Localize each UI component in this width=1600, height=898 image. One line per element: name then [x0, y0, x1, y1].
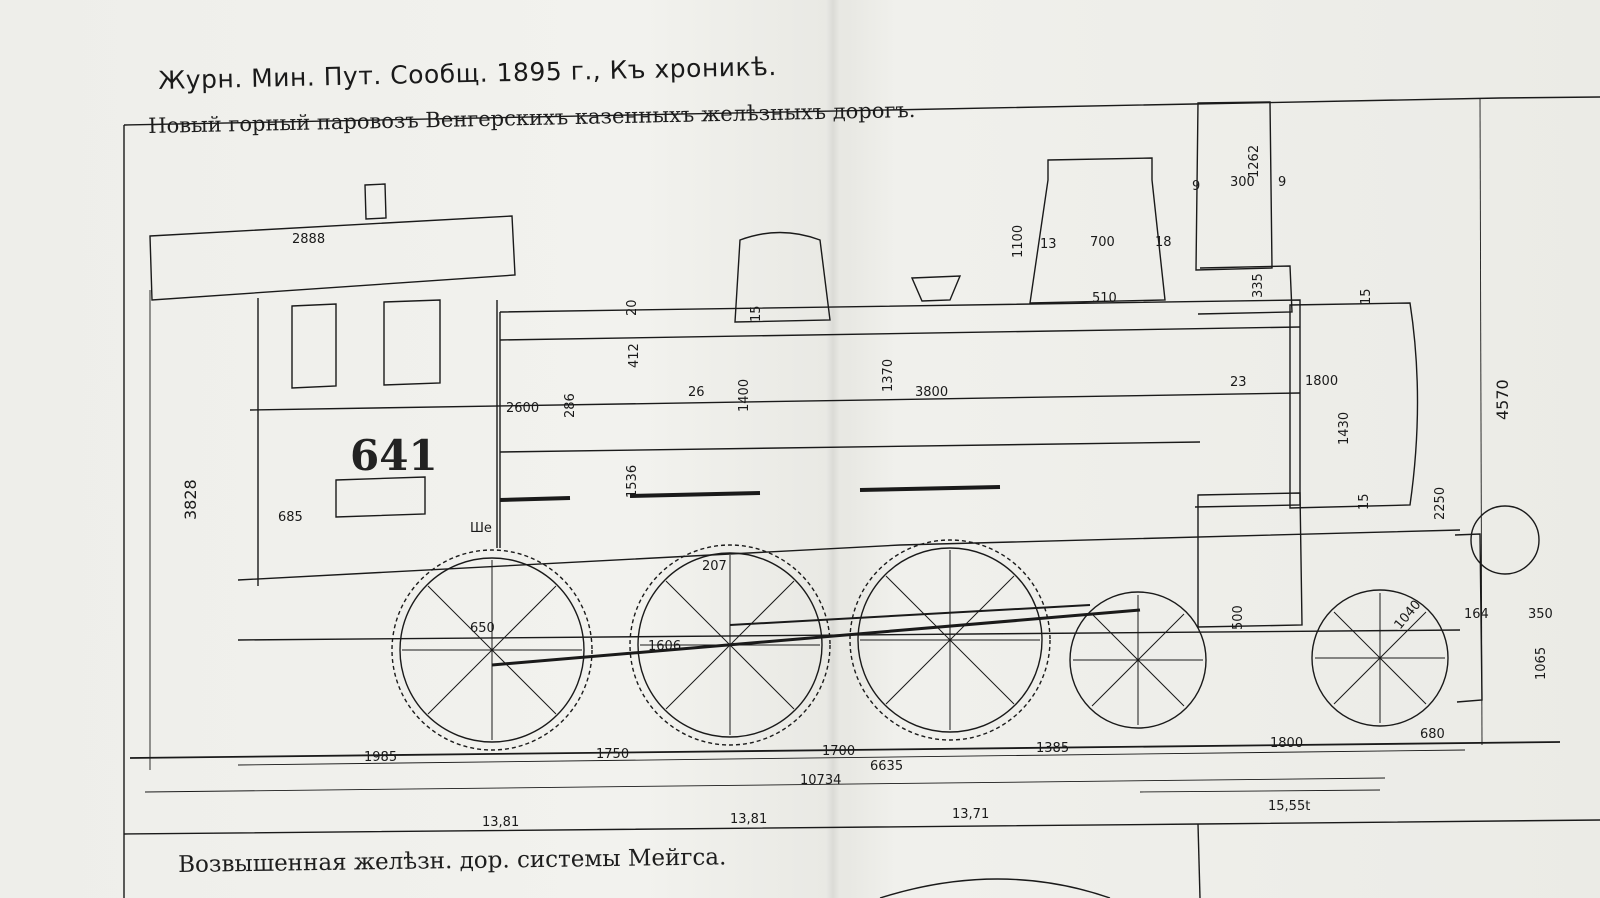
dim-label: 2250 — [1433, 487, 1448, 520]
dim-label: 1100 — [1011, 225, 1026, 258]
boiler-band-2 — [499, 441, 1201, 453]
base-label: 1800 — [1270, 736, 1303, 751]
plate-label: Ше — [470, 521, 492, 536]
headlamp — [1470, 505, 1540, 575]
dim-label: 18 — [1155, 235, 1172, 250]
wheel-3 — [849, 539, 1051, 741]
dim-line-base — [237, 749, 1466, 766]
smokebox — [1289, 302, 1419, 509]
dim-line-bogie — [1139, 789, 1381, 793]
wheel-2-rim — [637, 552, 823, 738]
dim-label: 4570 — [1493, 379, 1512, 420]
dim-label: 23 — [1230, 375, 1247, 390]
dim-label: 300 — [1230, 175, 1255, 190]
connecting-rod — [729, 604, 1091, 626]
dim-label: 15 — [1357, 493, 1372, 510]
page-fold — [826, 0, 840, 898]
coupling-rod — [491, 608, 1141, 667]
dim-label: 15 — [1359, 288, 1374, 305]
dim-label: 26 — [688, 385, 705, 400]
frame-divider — [1197, 823, 1201, 898]
dim-label: 1065 — [1534, 647, 1549, 680]
dim-label: 20 — [625, 299, 640, 316]
dim-label: 3800 — [915, 385, 948, 400]
leaf-springs — [499, 485, 1001, 502]
dim-label: 350 — [1528, 607, 1553, 622]
dim-label: 2600 — [506, 401, 539, 416]
dim-label: 700 — [1090, 235, 1115, 250]
dim-label: 1536 — [625, 465, 640, 498]
bogie-wheel-2 — [1311, 589, 1449, 727]
cab-window-left — [291, 303, 337, 389]
dim-line-total-length — [144, 777, 1386, 793]
dim-label: 1430 — [1337, 412, 1352, 445]
dim-label: 1370 — [881, 359, 896, 392]
cab-roof — [149, 215, 516, 301]
dim-label: 164 — [1464, 607, 1489, 622]
base-label: 6635 — [870, 759, 903, 774]
cylinder-block — [1197, 492, 1303, 628]
base-label: 1700 — [822, 744, 855, 759]
engine-number: 641 — [350, 431, 438, 480]
dim-label: 500 — [1231, 605, 1246, 630]
lower-figure-arc — [879, 878, 1111, 898]
wheel-3-rim — [857, 547, 1043, 733]
base-label: 1985 — [364, 750, 397, 765]
main-frame-top — [237, 529, 1461, 581]
boiler-outline — [499, 299, 1301, 548]
safety-valve — [910, 275, 962, 302]
dim-label: 13 — [1040, 237, 1057, 252]
dim-label: 1800 — [1305, 374, 1338, 389]
dim-label: 286 — [563, 393, 578, 418]
dim-label: 15 — [749, 305, 764, 322]
dim-label: 412 — [627, 343, 642, 368]
steam-dome — [1029, 157, 1166, 304]
dim-label: 1262 — [1247, 145, 1262, 178]
running-board — [249, 392, 1301, 411]
base-label: 680 — [1420, 727, 1445, 742]
buffer-beam — [1454, 533, 1483, 703]
dim-line-total-height — [1479, 97, 1483, 746]
base-label: 1750 — [596, 747, 629, 762]
sand-dome — [734, 231, 831, 323]
wheel-1-rim — [399, 557, 585, 743]
boiler-band-1 — [499, 326, 1301, 341]
cab-window-right — [383, 299, 441, 386]
base-label: 10734 — [800, 773, 841, 788]
chimney — [1195, 101, 1273, 271]
bogie-wheel-1 — [1069, 591, 1207, 729]
chimney-base — [1197, 265, 1293, 315]
dim-label: 2888 — [292, 232, 325, 247]
wheel-2 — [629, 544, 831, 746]
axle-load: 13,71 — [952, 807, 989, 822]
dim-label: 335 — [1251, 273, 1266, 298]
dim-label: 3828 — [181, 479, 200, 520]
cab-walls — [257, 298, 498, 586]
axle-load: 13,81 — [730, 812, 767, 827]
frame-top-line — [123, 96, 1600, 126]
base-label: 1385 — [1036, 741, 1069, 756]
axle-load: 15,55t — [1268, 799, 1310, 814]
dim-label: 510 — [1092, 291, 1117, 306]
dim-label: 1400 — [737, 379, 752, 412]
dim-label: 685 — [278, 510, 303, 525]
dim-label: 1606 — [648, 639, 681, 654]
wheel-1 — [391, 549, 593, 751]
dim-label: 650 — [470, 621, 495, 636]
dim-label: 9 — [1192, 179, 1200, 194]
axle-load: 13,81 — [482, 815, 519, 830]
frame-bottom-line — [123, 819, 1600, 835]
rail-line — [129, 741, 1561, 759]
dim-label: 207 — [702, 559, 727, 574]
number-plate — [335, 476, 426, 518]
cab-whistle — [364, 183, 387, 220]
dim-label: 9 — [1278, 175, 1286, 190]
